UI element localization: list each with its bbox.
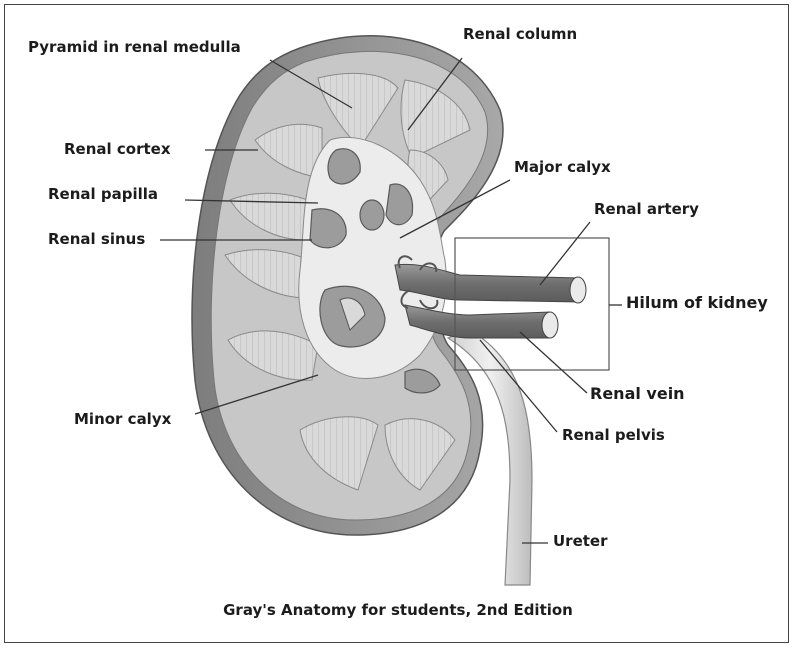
label-pyramid-renal-medulla: Pyramid in renal medulla (28, 38, 241, 56)
label-renal-cortex: Renal cortex (64, 140, 171, 158)
label-renal-vein: Renal vein (590, 385, 685, 403)
label-renal-column: Renal column (463, 25, 577, 43)
label-renal-sinus: Renal sinus (48, 230, 145, 248)
label-ureter: Ureter (553, 532, 608, 550)
label-renal-artery: Renal artery (594, 200, 699, 218)
label-renal-papilla: Renal papilla (48, 185, 158, 203)
label-hilum-of-kidney: Hilum of kidney (626, 294, 768, 312)
figure-caption: Gray's Anatomy for students, 2nd Edition (0, 601, 796, 619)
label-minor-calyx: Minor calyx (74, 410, 171, 428)
label-major-calyx: Major calyx (514, 158, 611, 176)
label-renal-pelvis: Renal pelvis (562, 426, 665, 444)
